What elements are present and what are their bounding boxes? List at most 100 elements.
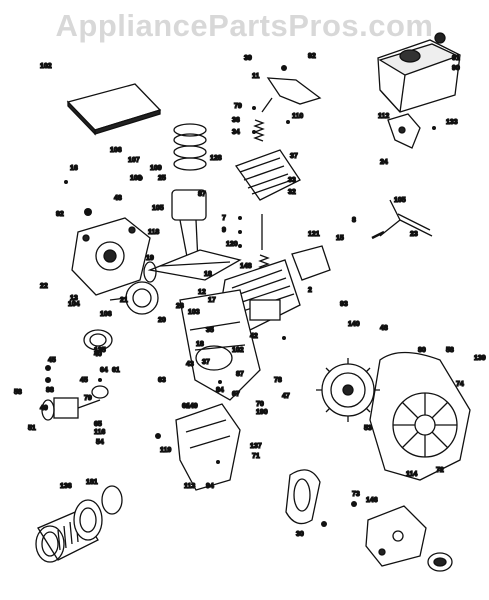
callout-label: 43 xyxy=(186,361,194,368)
part-tank-legs xyxy=(371,199,433,240)
callout-label: 34 xyxy=(232,129,240,136)
callout-label: 12 xyxy=(198,289,206,296)
callout-label: 87 xyxy=(236,371,244,378)
callout-label: 93 xyxy=(340,301,348,308)
callout-label: 32 xyxy=(288,189,296,196)
callout-label: 18 xyxy=(196,341,204,348)
part-governor-link xyxy=(261,77,322,113)
part-carburetor xyxy=(41,385,109,421)
callout-label: 190 xyxy=(256,409,268,416)
callout-label: 181 xyxy=(86,479,98,486)
callout-label: 48 xyxy=(114,195,122,202)
callout-label: 148 xyxy=(240,263,252,270)
part-manual-book xyxy=(66,83,162,136)
callout-label: 63 xyxy=(158,377,166,384)
part-crankcase-cover xyxy=(71,217,151,296)
callout-label: 106 xyxy=(110,147,122,154)
callout-label: 23 xyxy=(410,231,418,238)
callout-label: 121 xyxy=(308,231,320,238)
callout-label: 67 xyxy=(232,391,240,398)
callout-label: 39 xyxy=(244,55,252,62)
callout-label: 70 xyxy=(256,401,264,408)
callout-label: 105 xyxy=(152,205,164,212)
callout-label: 146 xyxy=(366,497,378,504)
callout-label: 17 xyxy=(208,297,216,304)
part-engine-block xyxy=(179,259,301,401)
callout-label: 64 xyxy=(100,367,108,374)
callout-label: 40 xyxy=(94,351,102,358)
callout-label: 21 xyxy=(120,297,128,304)
callout-label: 94 xyxy=(206,483,214,490)
callout-label: 16 xyxy=(70,165,78,172)
callout-label: 58 xyxy=(14,389,22,396)
callout-label: 18 xyxy=(204,271,212,278)
part-bearing-103 xyxy=(83,329,113,351)
callout-label: 30 xyxy=(296,531,304,538)
callout-label: 90 xyxy=(452,65,460,72)
callout-label: 105 xyxy=(394,197,406,204)
part-fasteners xyxy=(45,65,436,527)
callout-label: 118 xyxy=(148,229,159,236)
callout-label: 49 xyxy=(40,405,48,412)
callout-label: 133 xyxy=(446,119,458,126)
part-control-bracket xyxy=(365,505,427,567)
callout-label: 26 xyxy=(176,303,184,310)
callout-label: 47 xyxy=(282,393,290,400)
callout-label: 92 xyxy=(56,211,64,218)
callout-label: 102 xyxy=(232,347,244,354)
callout-label: 108 xyxy=(130,175,142,182)
callout-label: 92 xyxy=(308,53,316,60)
callout-label: 64 xyxy=(182,403,190,410)
callout-label: 45 xyxy=(80,377,88,384)
callout-label: 71 xyxy=(252,453,260,460)
watermark: AppliancePartsPros.com xyxy=(55,8,434,43)
callout-label: 116 xyxy=(94,429,105,436)
callout-label: 119 xyxy=(160,447,171,454)
callout-label: 91 xyxy=(452,55,460,62)
part-air-filter xyxy=(73,485,123,541)
callout-label: 42 xyxy=(250,333,258,340)
callout-label: 65 xyxy=(94,421,102,428)
part-flywheel xyxy=(316,358,380,422)
callout-label: 79 xyxy=(84,395,92,402)
callout-label: 113 xyxy=(184,483,195,490)
part-crankshaft xyxy=(143,249,242,283)
callout-label: 24 xyxy=(380,159,388,166)
callout-label: 128 xyxy=(210,155,222,162)
callout-label: 45 xyxy=(48,357,56,364)
callout-label: 140 xyxy=(348,321,360,328)
callout-label: 120 xyxy=(226,241,238,248)
callout-label: 20 xyxy=(158,317,166,324)
callout-label: 53 xyxy=(364,425,372,432)
callout-label: 36 xyxy=(232,117,240,124)
callout-label: 84 xyxy=(216,387,224,394)
part-cylinder-head xyxy=(234,149,301,201)
callout-label: 61 xyxy=(112,367,120,374)
callout-label: 103 xyxy=(188,309,200,316)
part-camshaft xyxy=(109,281,159,315)
callout-label: 33 xyxy=(288,177,296,184)
callout-label: 51 xyxy=(28,425,36,432)
callout-label: 78 xyxy=(274,377,282,384)
callout-label: 136 xyxy=(60,483,72,490)
callout-label: 37 xyxy=(290,153,298,160)
callout-label: 48 xyxy=(380,325,388,332)
part-tank-bracket xyxy=(387,113,421,149)
callout-label: 74 xyxy=(456,381,464,388)
part-shield xyxy=(291,245,331,281)
callout-label: 54 xyxy=(96,439,104,446)
callout-label: 37 xyxy=(202,359,210,366)
callout-label: 13 xyxy=(70,295,78,302)
callout-label: 110 xyxy=(292,113,303,120)
part-baffle xyxy=(175,403,241,491)
callout-label: 8 xyxy=(352,217,356,224)
callout-label: 114 xyxy=(406,471,417,478)
part-knob xyxy=(427,552,453,572)
callout-label: 9 xyxy=(222,227,226,234)
callout-label: 106 xyxy=(100,311,112,318)
callout-label: 102 xyxy=(40,63,52,70)
callout-label: 149 xyxy=(186,403,198,410)
part-piston-rings xyxy=(173,123,207,171)
